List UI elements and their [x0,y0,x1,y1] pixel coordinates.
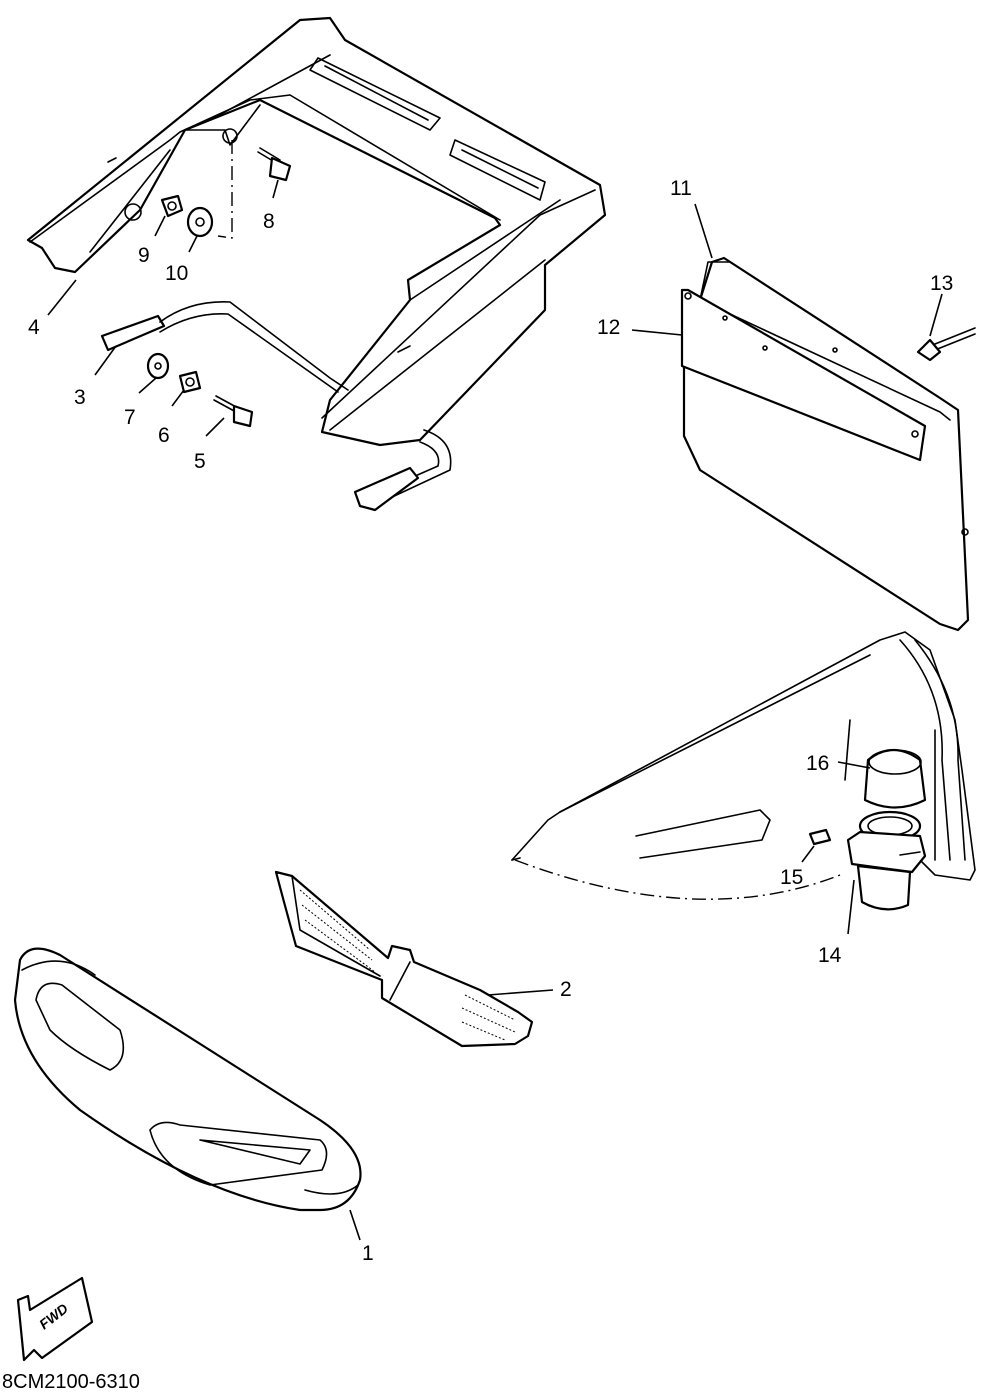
license-plate-part-12 [680,288,969,536]
callout-1: 1 [362,1242,374,1265]
callout-16: 16 [806,752,829,775]
diagram-code: 8CM2100-6310 [2,1371,140,1393]
side-cover-part-1 [13,947,362,1212]
callout-15: 15 [780,866,803,889]
bulb-socket-part-16 [863,748,927,809]
taillight-housing [511,631,976,900]
socket-part-14 [846,810,927,911]
fwd-arrow-icon: FWD [16,1276,94,1362]
rear-carrier-part-4 [26,16,607,447]
reflector-bracket-part-2 [274,870,534,1048]
callout-7: 7 [124,406,136,429]
bolt-part-5 [213,395,254,428]
callout-14: 14 [818,944,842,967]
bolt-part-8 [257,147,292,182]
callout-13: 13 [930,272,953,295]
callout-9: 9 [138,244,150,267]
callout-labels: 1 2 3 4 5 6 7 8 9 10 11 12 13 14 15 16 [28,177,953,1265]
nut-part-6 [178,370,202,394]
callout-10: 10 [165,262,188,285]
nut-part-9 [160,194,184,218]
hardware-items [146,140,292,428]
callout-3: 3 [74,386,86,409]
callout-6: 6 [158,424,170,447]
washer-part-10 [186,206,214,238]
grab-bar-part-3 [100,301,452,512]
callout-5: 5 [194,450,206,473]
callout-12: 12 [597,316,620,339]
callout-8: 8 [263,210,275,233]
callout-4: 4 [28,316,40,339]
bulb-part-15 [808,828,832,846]
leader-lines [47,179,943,1241]
rivet-part-13 [916,327,976,362]
callout-2: 2 [560,978,572,1001]
washer-part-7 [146,352,170,380]
callout-11: 11 [670,177,692,200]
